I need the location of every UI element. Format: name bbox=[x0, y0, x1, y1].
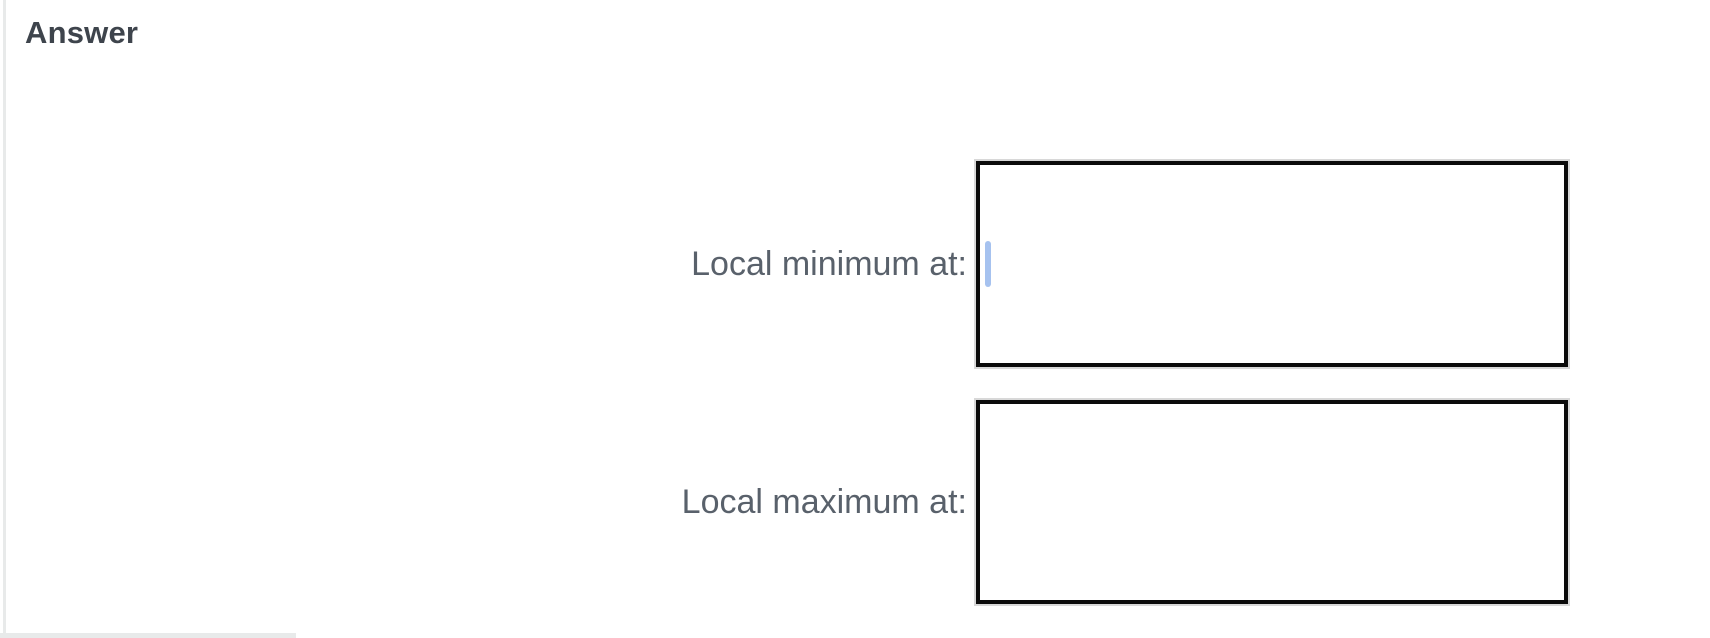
math-input-local-minimum[interactable] bbox=[974, 159, 1570, 369]
field-label-local-maximum: Local maximum at: bbox=[681, 482, 967, 521]
field-label-local-minimum: Local minimum at: bbox=[691, 244, 967, 283]
answer-heading: Answer bbox=[25, 15, 139, 50]
text-caret bbox=[985, 241, 991, 287]
math-input-local-maximum[interactable] bbox=[974, 398, 1570, 606]
bottom-divider bbox=[0, 633, 296, 638]
left-divider bbox=[3, 0, 6, 638]
